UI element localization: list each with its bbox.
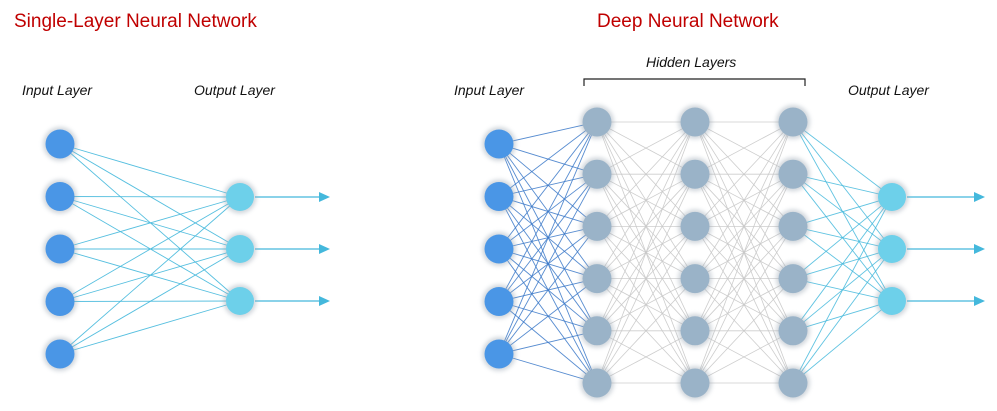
deep-output-node: [878, 183, 906, 211]
deep-hidden-edge: [596, 121, 696, 384]
deep-output-layer-label: Output Layer: [848, 82, 930, 98]
single-edge: [59, 196, 241, 198]
deep-hidden-node: [680, 159, 710, 189]
deep-input-edge: [498, 353, 598, 384]
deep-output-edge: [792, 300, 893, 384]
deep-input-node: [484, 339, 514, 369]
deep-hidden-node: [582, 368, 612, 398]
deep-hidden-node: [680, 316, 710, 346]
single-output-arrows: [255, 192, 330, 306]
deep-output-edge: [792, 248, 893, 384]
deep-hidden-edge: [596, 278, 696, 384]
deep-output-arrow-head: [974, 244, 985, 254]
single-output-node: [226, 287, 254, 315]
deep-hidden-node: [778, 316, 808, 346]
deep-hidden-edge: [694, 330, 794, 384]
deep-output-edge: [792, 196, 893, 279]
deep-output-node: [878, 287, 906, 315]
deep-input-node: [484, 129, 514, 159]
deep-hidden-edge: [596, 121, 696, 331]
single-output-arrow-head: [319, 192, 330, 202]
deep-hidden-node: [582, 159, 612, 189]
single-input-node: [45, 339, 75, 369]
deep-output-edge: [792, 196, 893, 227]
deep-hidden-edge: [596, 121, 696, 175]
deep-hidden-node: [778, 159, 808, 189]
deep-output-edge: [792, 121, 893, 198]
single-input-layer-label: Input Layer: [22, 82, 93, 98]
deep-hidden-node: [680, 264, 710, 294]
single-output-arrow-head: [319, 244, 330, 254]
deep-hidden-edge: [694, 121, 794, 384]
hidden-layers-label: Hidden Layers: [646, 54, 736, 70]
single-edge: [59, 300, 241, 355]
single-input-node: [45, 234, 75, 264]
deep-hidden-node: [778, 107, 808, 137]
deep-hidden-edge: [694, 121, 794, 279]
single-output-layer-label: Output Layer: [194, 82, 276, 98]
deep-hidden-edge: [694, 174, 794, 384]
single-edges: [59, 143, 241, 355]
deep-hidden-node: [680, 211, 710, 241]
deep-hidden-node: [680, 107, 710, 137]
deep-hidden-node: [582, 107, 612, 137]
single-edge: [59, 196, 241, 302]
single-edge: [59, 196, 241, 250]
deep-nodes: [482, 105, 909, 400]
single-edge: [59, 248, 241, 355]
deep-output-arrow-head: [974, 296, 985, 306]
deep-network: Deep Neural Network Hidden Layers Input …: [454, 11, 985, 400]
deep-output-node: [878, 235, 906, 263]
deep-hidden-edge: [694, 278, 794, 384]
single-layer-title: Single-Layer Neural Network: [14, 11, 257, 32]
deep-hidden-edge: [694, 121, 794, 331]
deep-hidden-edge: [694, 226, 794, 384]
deep-input-edge: [498, 121, 598, 197]
deep-hidden-edge: [694, 121, 794, 227]
deep-hidden-edge: [596, 174, 696, 384]
deep-hidden-node: [582, 211, 612, 241]
deep-hidden-node: [778, 264, 808, 294]
deep-input-layer-label: Input Layer: [454, 82, 525, 98]
deep-output-arrows: [907, 192, 985, 306]
single-edge: [59, 196, 241, 355]
deep-output-edge: [792, 196, 893, 384]
deep-input-edge: [498, 121, 598, 302]
deep-output-edge: [792, 196, 893, 332]
single-output-node: [226, 235, 254, 263]
deep-hidden-node: [778, 368, 808, 398]
single-output-node: [226, 183, 254, 211]
single-input-node: [45, 287, 75, 316]
deep-input-node: [484, 182, 514, 211]
deep-input-edge: [498, 278, 598, 355]
deep-hidden-edge: [596, 121, 696, 227]
deep-hidden-edge: [694, 121, 794, 175]
single-output-arrow-head: [319, 296, 330, 306]
deep-hidden-node: [582, 316, 612, 346]
deep-input-edge: [498, 226, 598, 355]
single-nodes: [43, 127, 257, 371]
single-input-node: [45, 129, 75, 159]
deep-input-edge: [498, 121, 598, 250]
deep-input-node: [484, 234, 514, 264]
deep-hidden-edge: [596, 121, 696, 279]
deep-edges: [498, 121, 893, 384]
deep-output-arrow-head: [974, 192, 985, 202]
deep-hidden-node: [680, 368, 710, 398]
hidden-layers-bracket: [583, 78, 806, 86]
deep-title: Deep Neural Network: [597, 11, 779, 32]
deep-hidden-edge: [596, 330, 696, 384]
deep-input-edge: [498, 121, 598, 355]
single-edge: [59, 143, 241, 198]
deep-input-node: [484, 287, 514, 316]
deep-hidden-edge: [596, 226, 696, 384]
single-input-node: [45, 182, 75, 211]
deep-hidden-node: [778, 211, 808, 241]
deep-hidden-node: [582, 264, 612, 294]
single-layer-network: Single-Layer Neural Network Input Layer …: [14, 11, 330, 371]
deep-input-edge: [498, 173, 598, 355]
